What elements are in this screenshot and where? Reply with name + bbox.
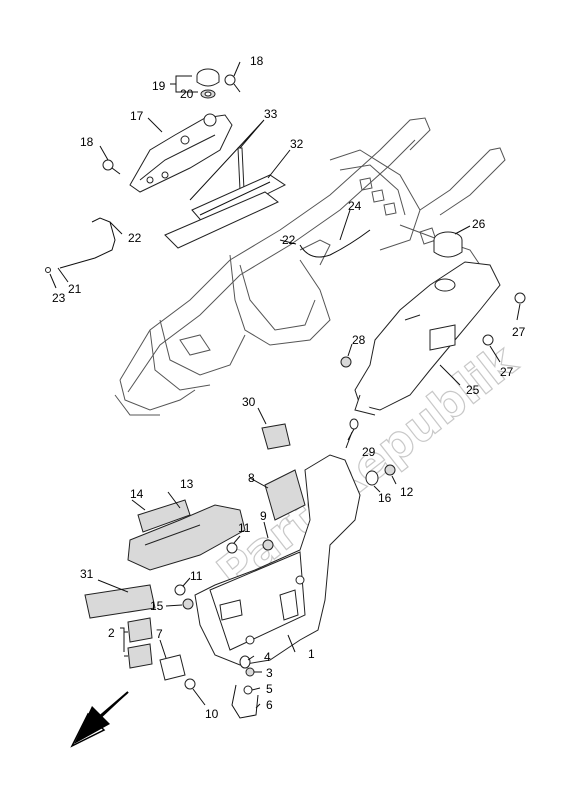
part-14-pad [137,499,191,533]
callout-2: 2 [108,626,115,640]
callout-27-right: 27 [512,325,526,339]
part-5-6-fasteners [231,684,259,719]
motorcycle-frame [114,117,506,416]
part-11-bolt-upper [226,542,238,554]
callout-7: 7 [156,627,163,641]
callout-1: 1 [308,647,315,661]
part-11-bolt-lower [174,584,186,596]
callout-22-left: 22 [128,231,142,245]
callout-30: 30 [242,395,256,409]
callout-21: 21 [68,282,82,296]
callout-10: 10 [205,707,219,721]
callout-3: 3 [266,666,273,680]
part-3-grommet [245,667,255,677]
callout-31: 31 [80,567,94,581]
part-8-plate [264,469,306,521]
callout-23: 23 [52,291,66,305]
part-17-upper-side-cover [129,113,233,193]
callout-24: 24 [348,199,362,213]
front-arrow-icon [70,691,129,748]
callout-13: 13 [180,477,194,491]
callout-18-upper: 18 [250,54,264,68]
part-22-clip-wire [45,217,116,273]
part-24-cable [299,229,371,258]
part-15-bolt [182,598,194,610]
part-16-collar [365,470,379,486]
callout-16: 16 [378,491,392,505]
leader-lines [49,61,521,709]
part-2-pad-lower [127,643,153,669]
callout-18-left: 18 [80,135,94,149]
callout-17: 17 [130,109,144,123]
part-10-nut [184,678,196,690]
callout-27-lower: 27 [500,365,514,379]
callout-14: 14 [130,487,144,501]
part-7-bracket [159,654,186,681]
part-25-tank [354,261,501,416]
callout-12: 12 [400,485,414,499]
part-18-bolt-left [102,159,121,175]
part-27-bolt-lower [482,334,494,346]
part-1-side-panel [194,454,361,666]
part-31-strap [84,584,156,619]
part-26-tank-cap [433,231,463,258]
part-13-cover [127,504,246,571]
callout-5: 5 [266,682,273,696]
part-9-grommet [262,539,274,551]
callout-28: 28 [352,333,366,347]
callout-4: 4 [264,650,271,664]
callout-32: 32 [290,137,304,151]
callout-6: 6 [266,698,273,712]
part-19-cap [196,68,220,87]
callout-8: 8 [248,471,255,485]
part-27-bolt-right [514,292,526,304]
callout-33: 33 [264,107,278,121]
callout-15: 15 [150,599,164,613]
callout-11-lower: 11 [190,569,203,583]
part-20-grommet [200,89,216,99]
part-29-clip [347,418,359,441]
part-2-pad-upper [127,617,153,643]
callout-29: 29 [362,445,376,459]
part-30-label [261,423,291,450]
callout-19: 19 [152,79,166,93]
part-12-grommet [384,464,396,476]
part-18-bolt-upper [224,74,241,93]
callout-20: 20 [180,87,194,101]
part-33-strip [237,147,245,191]
part-4-collar [239,655,251,669]
callout-25: 25 [466,383,480,397]
part-32-seal-strip [164,174,286,249]
part-28-bolt [340,356,352,368]
callout-labels: 1 2 3 4 5 6 7 8 9 10 11 11 12 13 14 15 1… [52,54,526,721]
callout-22-right: 22 [282,233,296,247]
callout-9: 9 [260,509,267,523]
callout-11-upper: 11 [238,521,251,535]
callout-26: 26 [472,217,486,231]
